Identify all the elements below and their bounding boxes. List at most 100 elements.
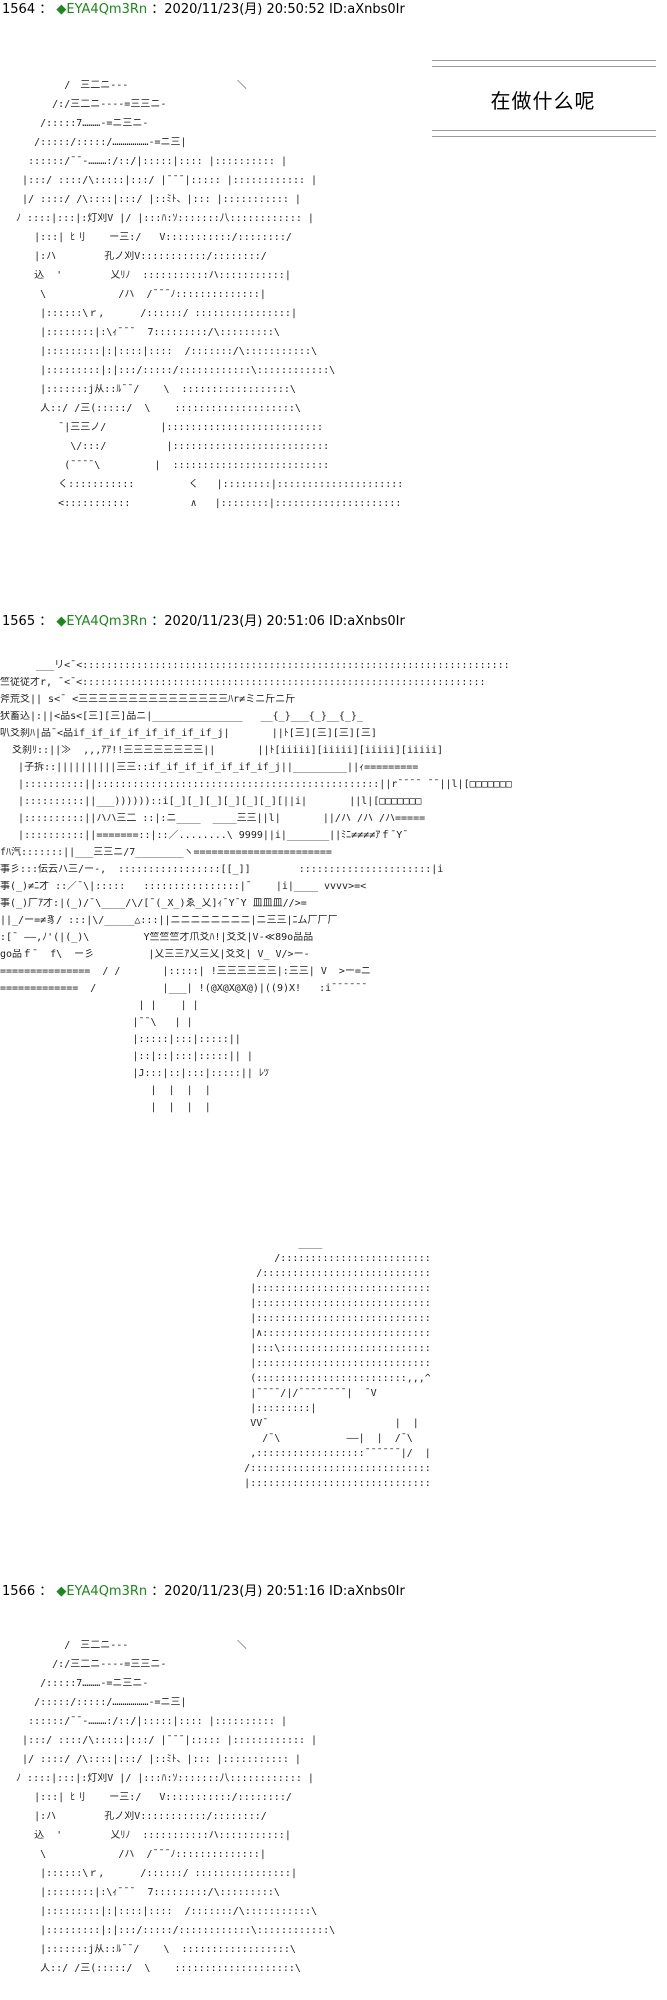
post-header-1566: 1566 ： ◆EYA4Qm3Rn ：2020/11/23(月) 20:51:1…	[2, 1584, 405, 1600]
ascii-line: ﾉ ::::|:::|:灯刈V |/ |:::ﾊ:ｿ:::::::八::::::…	[4, 213, 314, 224]
ascii-line: 斧荒爻|| s<¯ <三三三三三三三三三三三三三三三ﾊr≠ミニ斤ニ斤	[0, 694, 296, 705]
ascii-line: |:::::|:::|:::::||	[0, 1034, 241, 1045]
trip-mark: ◆	[56, 614, 67, 629]
ascii-line: (¯¯¯¯\ | ::::::::::::::::::::::::::	[4, 460, 330, 471]
poster-name-link[interactable]: EYA4Qm3Rn	[66, 1584, 148, 1599]
ascii-line: |:::::::::|:|:::/:::::/::::::::::::\::::…	[4, 365, 336, 376]
ascii-line: |::::::::|:\ｨ¯¯¯ 7:::::::::/\:::::::::\	[4, 1887, 280, 1898]
ascii-line: |:::/ ::::/\:::::|:::/ |¯¯¯|::::: |:::::…	[4, 1735, 318, 1746]
ascii-line: ¯|三三ノ/ |::::::::::::::::::::::::::	[4, 422, 323, 433]
ascii-line: |/ ::::/ /\::::|:::/ |::ﾐﾄ、|::: |:::::::…	[4, 1754, 301, 1765]
ascii-line: 事(_)厂ｱ才:|(_)/¯\____/\/[¯(_X_)ゑ_乂]ｨ¯Y¯Y 皿…	[0, 898, 307, 909]
ascii-line: 叭爻刹ﾊ|品¯<品if_if_if_if_if_if_if_if_j| ||ﾄ[…	[0, 728, 377, 739]
ascii-line: 込 ' 乂ﾘﾉ :::::::::::ハ:::::::::::|	[4, 270, 291, 281]
ascii-line: |:::::::j从::ﾙ¯¯/ \ ::::::::::::::::::\	[4, 1944, 296, 1955]
ascii-line: /￣三二ニ-‐- ＼	[4, 1640, 247, 1651]
ascii-line: ____	[190, 1238, 323, 1249]
ascii-line: |:::::::j从::ﾙ¯¯/ \ ::::::::::::::::::\	[4, 384, 296, 395]
ascii-line: 込 ' 乂ﾘﾉ :::::::::::ハ:::::::::::|	[4, 1830, 291, 1841]
ascii-line: |¯¯¯¯/|/¯¯¯¯¯¯¯¯| ¯V	[190, 1388, 377, 1399]
ascii-line: ___リ<¯<:::::::::::::::::::::::::::::::::…	[0, 660, 510, 671]
poster-name-link[interactable]: EYA4Qm3Rn	[66, 2, 148, 17]
ascii-line: ||_/ー=≠豸/ :::|\/_____△:::||ニニニニニニニニ|ニ三三|…	[0, 915, 338, 926]
ascii-line: |::::::::::||___))))))::i[_][_][_][_][_]…	[0, 796, 422, 807]
ascii-line: \/:::/ |::::::::::::::::::::::::::	[4, 441, 330, 452]
ascii-line: /:::::::::::::::::::::::::＼	[190, 1253, 430, 1264]
ascii-line: /:::::7………‐=ニ三ニ-	[4, 118, 149, 129]
ascii-line: |::::::::::::::::::::::::::::::::::::|	[250, 1298, 430, 1309]
ascii-line: く::::::::::: く |::::::::|:::::::::::::::…	[4, 479, 404, 490]
ascii-art-shop-scene: ___リ<¯<:::::::::::::::::::::::::::::::::…	[0, 660, 667, 1120]
ascii-line: |/ ::::/ /\::::|:::/ |::ﾐﾄ、|::: |:::::::…	[4, 194, 301, 205]
ascii-art-character-back: ____ /:::::::::::::::::::::::::＼ /::::::…	[190, 1238, 430, 1498]
ascii-line: |::::::\ｒ, /::::::/ ::::::::::::::::|	[4, 308, 297, 319]
ascii-art-character-1: /￣三二ニ-‐- ＼ /:/三二ニ-‐‐-=三三ニ- /:::::7………‐=ニ…	[4, 80, 424, 530]
ascii-art-character-2: /￣三二ニ-‐- ＼ /:/三二ニ-‐‐-=三三ニ- /:::::7………‐=ニ…	[4, 1640, 424, 1980]
ascii-line: <::::::::::: ∧ |::::::::|:::::::::::::::…	[4, 498, 402, 509]
ascii-line: \ /ハ /¯¯¯ﾉ::::::::::::::|	[4, 289, 266, 300]
post-meta: ：2020/11/23(月) 20:51:06 ID:aXnbs0Ir	[151, 614, 405, 629]
ascii-line: |:::::::::::::::::::::::::::::::::| |:::…	[244, 1478, 430, 1489]
ascii-line: /¯\ ——| | /¯\	[190, 1433, 413, 1444]
ascii-line: |:::::::::|:|:::/:::::/::::::::::::\::::…	[4, 1925, 336, 1936]
trip-mark: ◆	[56, 1584, 67, 1599]
ascii-line: fﾊ汽:::::::||___三三ニ/7________ヽ===========…	[0, 847, 332, 858]
separator: ：	[39, 2, 53, 17]
ascii-line: (:::::::::::::::::::::::::,,,^^^,ｒV:::|	[250, 1373, 430, 1384]
ascii-line: ,::::::::::::::::::¯¯¯¯¯¯|/ |::: V	[250, 1448, 430, 1459]
post-meta: ：2020/11/23(月) 20:50:52 ID:aXnbs0Ir	[151, 2, 405, 17]
post-meta: ：2020/11/23(月) 20:51:16 ID:aXnbs0Ir	[151, 1584, 405, 1599]
ascii-line: \ /ハ /¯¯¯ﾉ::::::::::::::|	[4, 1849, 266, 1860]
ascii-line: ============= / |___| !(@X@X@X@)|((9)X! …	[0, 983, 368, 994]
ascii-line: ::::::/¯¯‐………:/::/|:::::|:::: |:::::::::…	[4, 1716, 287, 1727]
ascii-line: /:::::::::::::::::::::::::::::::(/ :::::…	[244, 1463, 430, 1474]
ascii-line: 人::/ /三(:::::/ \ ::::::::::::::::::::\	[4, 403, 301, 414]
ascii-line: VV¯ | |	[190, 1418, 419, 1429]
post-number: 1564	[2, 2, 36, 17]
ascii-line: 犾畜込|:||<品s<[三][三]品ニ|_______________ __{_…	[0, 711, 363, 722]
ascii-line: |::::::::::||=======::|::／........\ 9999…	[0, 830, 409, 841]
ascii-line: |∧::::::::::::::::::::::::::::::::::|	[250, 1328, 430, 1339]
ascii-line: 事彡:::伝云ハ三/ー-, :::::::::::::::::[[_]] :::…	[0, 864, 444, 875]
post-number: 1565	[2, 614, 36, 629]
ascii-line: |:::::::::|:|::::|:::: /:::::::/\:::::::…	[4, 346, 318, 357]
ascii-line: |:::::::::|:|::::|:::: /:::::::/\:::::::…	[4, 1906, 318, 1917]
ascii-line: |:::| ﾋ刂 ー三:/ V:::::::::::/::::::::/	[4, 1792, 292, 1803]
ascii-line: |子拆::||||||||||三三::if_if_if_if_if_if_if_…	[0, 762, 419, 773]
ascii-line: /::::::::::::::::::::::::::::::::::::V	[256, 1268, 430, 1279]
ascii-line: |::::::::::::::::::::::::::::::::::::|	[250, 1283, 430, 1294]
ascii-line: :[¯ ——,ﾉ'(|(_)\ Y竺竺竺才爪爻ﾊ!|爻爻|V-≪89o品品	[0, 932, 314, 943]
post-header-1564: 1564 ： ◆EYA4Qm3Rn ：2020/11/23(月) 20:50:5…	[2, 2, 405, 18]
ascii-line: /￣三二ニ-‐- ＼	[4, 80, 247, 91]
ascii-line: |J:::|::|:::|:::::|| ﾚﾂ	[0, 1068, 269, 1079]
ascii-line: /:::::/:::::/………………‐=ニ三|	[4, 1697, 187, 1708]
trip-mark: ◆	[56, 2, 67, 17]
speech-text: 在做什么呢	[490, 88, 596, 113]
ascii-line: |::::::::::||:::::::::::::::::::::::::::…	[0, 779, 512, 790]
ascii-line: 事(_)≠ﾆ才 ::／¯\|::::: ::::::::::::::::|¯ |…	[0, 881, 367, 892]
ascii-line: /:::::/:::::/………………‐=ニ三|	[4, 137, 187, 148]
ascii-line: =============== / / |:::::| !三三三三三三|:三三|…	[0, 966, 371, 977]
ascii-line: |¯¯\ | |	[0, 1017, 193, 1028]
ascii-line: 爻刹ﾘ::||≫ ,,,ｱｱ!!三三三三三三三三|| ||ﾄ[iiiii][ii…	[0, 745, 444, 756]
ascii-line: 人::/ /三(:::::/ \ ::::::::::::::::::::\	[4, 1963, 301, 1974]
ascii-line: |:::/ ::::/\:::::|:::/ |¯¯¯|::::: |:::::…	[4, 175, 318, 186]
ascii-line: |::::::::::||ハハ三二 ::|:ニ____ ____三三||l| |…	[0, 813, 426, 824]
ascii-line: go品ｆ¯ f\ ー彡 |乂三三ｱ乂三乂|爻爻| V_ V/>ー-	[0, 949, 310, 960]
ascii-line: |::|::|:::|:::::|| |	[0, 1051, 253, 1062]
ascii-line: /:/三二ニ-‐‐-=三三ニ-	[4, 99, 167, 110]
ascii-line: |:::::::::::::::::::::::::::::::::::::|	[250, 1358, 430, 1369]
ascii-line: |:::::::::| | |	[190, 1403, 430, 1414]
ascii-line: |:ハ 孔ノ刈V:::::::::::/::::::::/	[4, 251, 267, 262]
post-number: 1566	[2, 1584, 36, 1599]
poster-name-link[interactable]: EYA4Qm3Rn	[66, 614, 148, 629]
speech-bubble-frame	[432, 60, 656, 137]
ascii-line: |:::| ﾋ刂 ー三:/ V:::::::::::/::::::::/	[4, 232, 292, 243]
ascii-line: | | | |	[0, 1102, 211, 1113]
ascii-line: ﾉ ::::|:::|:灯刈V |/ |:::ﾊ:ｿ:::::::八::::::…	[4, 1773, 314, 1784]
separator: ：	[39, 614, 53, 629]
ascii-line: |::::::\ｒ, /::::::/ ::::::::::::::::|	[4, 1868, 297, 1879]
ascii-line: |:ハ 孔ノ刈V:::::::::::/::::::::/	[4, 1811, 267, 1822]
speech-bubble: 在做什么呢	[462, 72, 624, 126]
ascii-line: |::::::::|:\ｨ¯¯¯ 7:::::::::/\:::::::::\	[4, 327, 280, 338]
